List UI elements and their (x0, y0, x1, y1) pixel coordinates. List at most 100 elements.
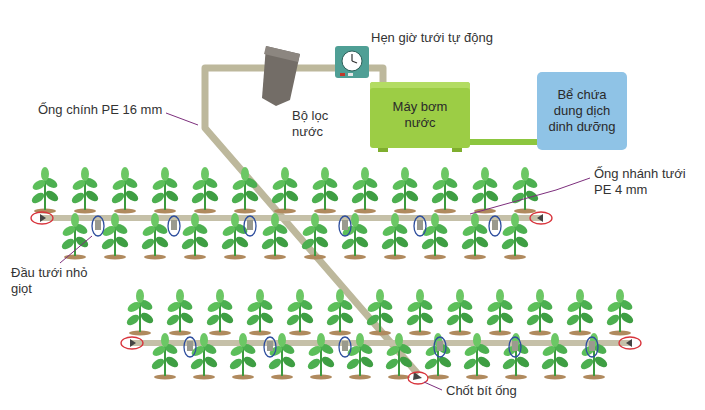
filter-body (262, 46, 300, 106)
plant (165, 289, 195, 336)
leader-line (424, 382, 442, 390)
leaf (60, 237, 76, 252)
dripper-mark (586, 337, 598, 357)
leaf (151, 213, 159, 227)
leaf (228, 357, 244, 372)
leaf (124, 189, 140, 204)
leaf (285, 313, 301, 328)
leaf (150, 357, 166, 372)
end-caps (31, 212, 641, 384)
leaf (350, 191, 366, 206)
leaf (536, 289, 544, 303)
leaf (380, 237, 396, 252)
plant (205, 289, 235, 336)
leaf (345, 357, 361, 372)
leader-line (60, 236, 92, 263)
plant (30, 167, 60, 214)
leaf (514, 235, 530, 250)
plant (245, 289, 275, 336)
leaf (521, 167, 529, 181)
leaf (164, 189, 180, 204)
leaf (473, 333, 481, 347)
plant (189, 333, 219, 380)
leaf (324, 189, 340, 204)
leaf (259, 311, 275, 326)
timer-hand (352, 61, 357, 63)
leaf (220, 237, 236, 252)
leaf (154, 235, 170, 250)
leaf (70, 191, 86, 206)
leaf (460, 237, 476, 252)
timer-hand (351, 54, 352, 61)
leaf (164, 355, 180, 370)
leaf (241, 167, 249, 181)
leaf (81, 167, 89, 181)
dripper-label: Đầu tưới nhỏ giọt (11, 265, 93, 297)
timer-body (335, 46, 369, 78)
leaf (395, 333, 403, 347)
plant (125, 289, 155, 336)
plant (140, 213, 170, 260)
dripper-mark (414, 216, 426, 236)
leaf (401, 167, 409, 181)
plant (501, 333, 531, 380)
leaf (41, 167, 49, 181)
end-cap (40, 214, 46, 222)
leaf (317, 333, 325, 347)
timer-button (348, 73, 353, 76)
leaf (194, 235, 210, 250)
dripper (187, 341, 193, 351)
leaf (510, 191, 526, 206)
leaf (306, 357, 322, 372)
leaf (434, 235, 450, 250)
leaf (180, 237, 196, 252)
plants (30, 167, 635, 380)
leaf (485, 313, 501, 328)
leaf (356, 333, 364, 347)
plant (350, 167, 380, 214)
leaf (616, 289, 624, 303)
leaf (499, 311, 515, 326)
leaf (539, 311, 555, 326)
leaf (84, 189, 100, 204)
leaf (359, 355, 375, 370)
leaf (484, 189, 500, 204)
supply-pipe (470, 139, 537, 145)
leaf (325, 313, 341, 328)
tank-box: Bể chứa dung dịch dinh dưỡng (537, 72, 627, 150)
leaf (398, 355, 414, 370)
leaf (351, 213, 359, 227)
plant (110, 167, 140, 214)
plant (260, 213, 290, 260)
leaf (310, 191, 326, 206)
leaf (605, 313, 621, 328)
leaf (481, 167, 489, 181)
dripper-mark (92, 216, 104, 236)
node-label: Bể chứa dung dịch dinh dưỡng (543, 87, 621, 135)
leaf (267, 357, 283, 372)
leaf (242, 355, 258, 370)
pump-box: Máy bơm nước (370, 82, 470, 148)
leaf (445, 313, 461, 328)
leaf (190, 191, 206, 206)
end-cap-label: Chốt bít ống (446, 383, 517, 399)
plant (462, 333, 492, 380)
leaf (579, 357, 595, 372)
filter-symbol (262, 46, 300, 106)
leaf (281, 355, 297, 370)
leaf (71, 213, 79, 227)
timer-button (340, 73, 345, 76)
dripper-mark (168, 216, 180, 236)
plant (525, 289, 555, 336)
leaf (204, 189, 220, 204)
plant (380, 213, 410, 260)
plant (70, 167, 100, 214)
plant (540, 333, 570, 380)
dripper-mark (339, 337, 351, 357)
leaf (390, 191, 406, 206)
leaf (314, 235, 330, 250)
leaf (179, 311, 195, 326)
dripper (267, 341, 273, 351)
leaf (405, 313, 421, 328)
leaf (496, 289, 504, 303)
